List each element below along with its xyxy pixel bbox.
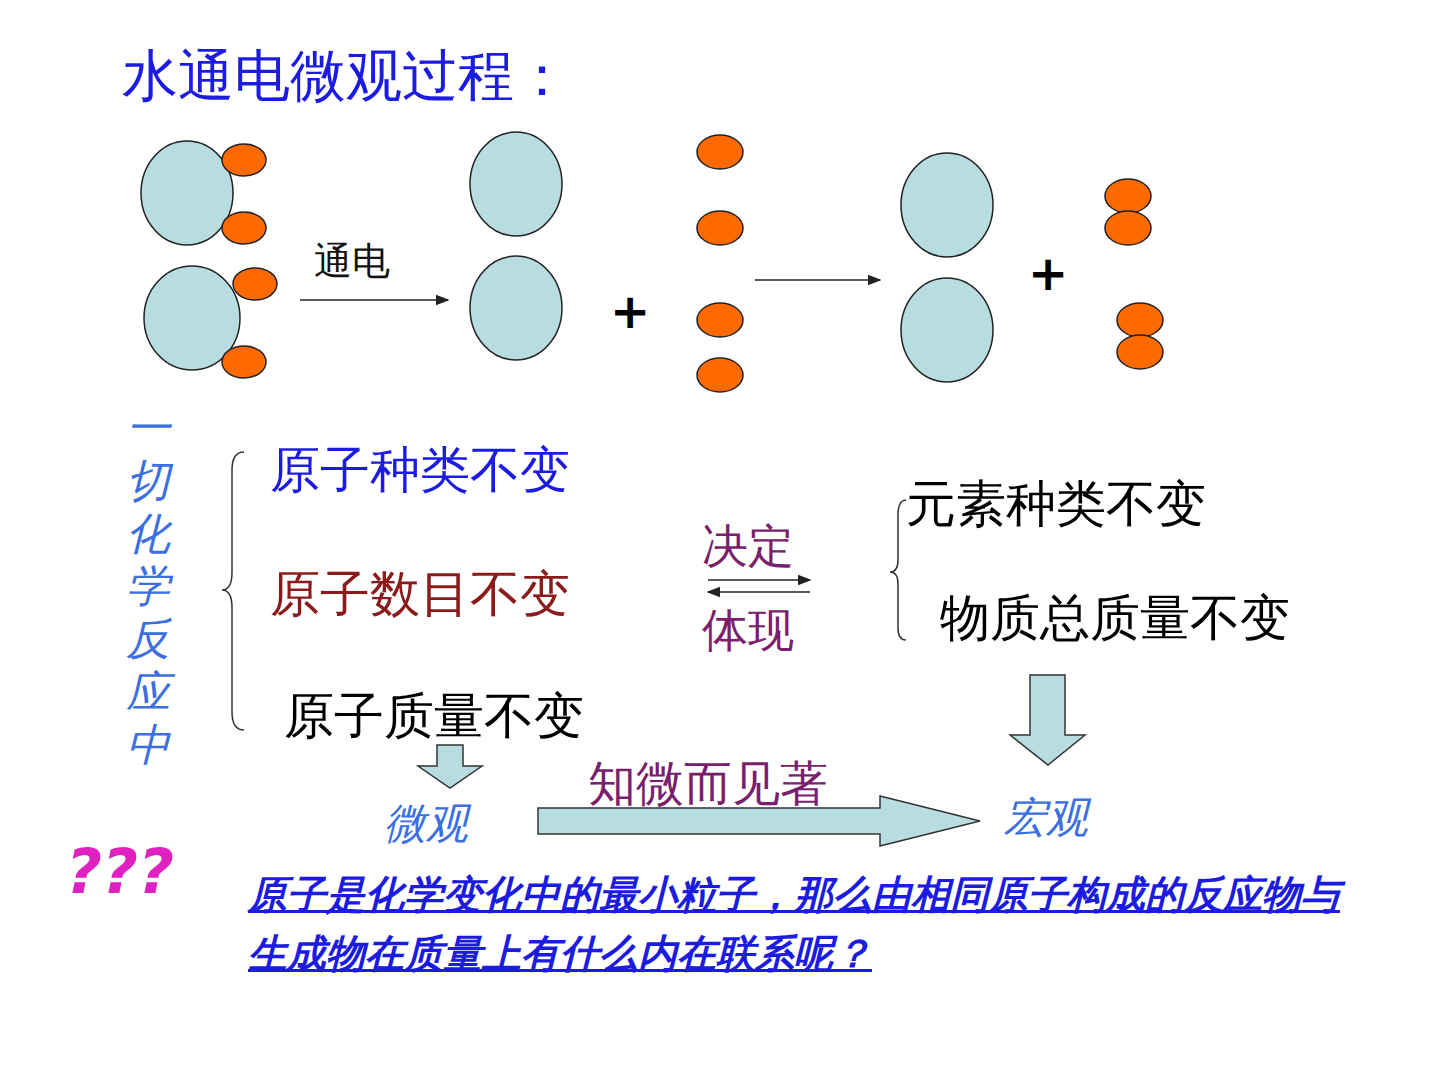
slide-title: 水通电微观过程： bbox=[122, 44, 570, 108]
plus-sign: + bbox=[610, 284, 650, 339]
plus-sign: + bbox=[1028, 246, 1068, 301]
water-molecules bbox=[141, 141, 277, 378]
question-text: 原子是化学变化中的最小粒子，那么由相同原子构成的反应物与生成物在质量上有什么内在… bbox=[248, 866, 1368, 983]
double-arrow bbox=[708, 579, 810, 581]
level-word: 微观 bbox=[384, 800, 468, 848]
double-arrow bbox=[708, 591, 810, 593]
reaction-arrow bbox=[300, 299, 448, 301]
left-brace bbox=[222, 452, 244, 730]
reaction-arrow bbox=[755, 279, 880, 281]
product-molecules bbox=[901, 153, 1163, 382]
atom-rule: 原子数目不变 bbox=[270, 566, 570, 624]
question-marks: ??? bbox=[66, 836, 174, 907]
element-rule: 元素种类不变 bbox=[906, 476, 1206, 534]
separate-atoms bbox=[470, 132, 743, 392]
arrow-label: 通电 bbox=[314, 240, 390, 284]
down-block-arrow bbox=[418, 745, 482, 788]
element-rule: 物质总质量不变 bbox=[940, 590, 1290, 648]
vertical-note: 一切化学反应中 bbox=[126, 402, 170, 772]
atom-rule: 原子种类不变 bbox=[270, 442, 570, 500]
arrow-caption: 知微而见著 bbox=[588, 756, 828, 811]
right-brace bbox=[890, 500, 906, 640]
level-word: 宏观 bbox=[1004, 794, 1088, 842]
down-block-arrow bbox=[1010, 675, 1085, 765]
relation-word: 决定 bbox=[702, 520, 794, 573]
relation-word: 体现 bbox=[702, 604, 794, 657]
atom-rule: 原子质量不变 bbox=[284, 688, 584, 746]
